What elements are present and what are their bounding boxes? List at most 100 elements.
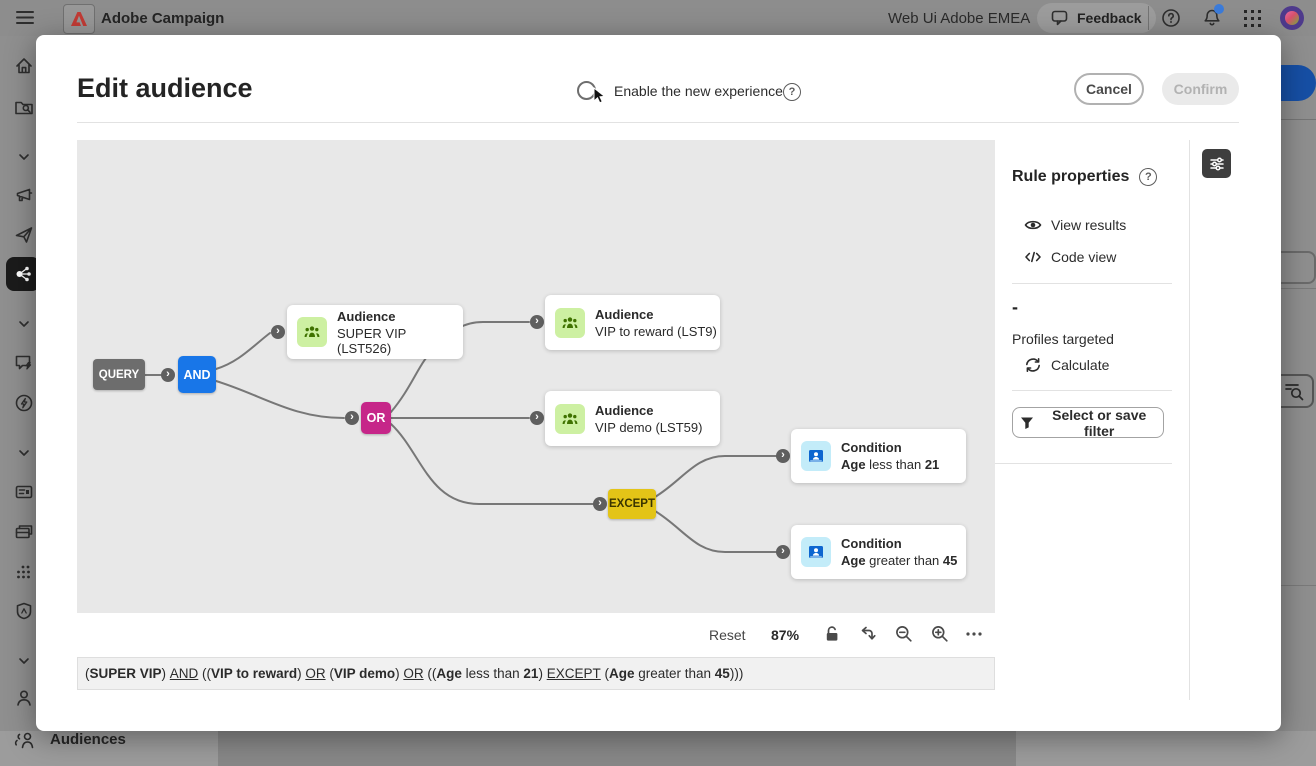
send-icon bbox=[15, 227, 33, 243]
help-icon[interactable] bbox=[1161, 8, 1181, 28]
zoom-in-icon[interactable] bbox=[930, 624, 950, 644]
connector-chevron-icon[interactable]: › bbox=[776, 545, 790, 559]
confirm-button[interactable]: Confirm bbox=[1162, 73, 1239, 105]
card-name: VIP demo (LST59) bbox=[595, 419, 703, 435]
card-name: VIP to reward (LST9) bbox=[595, 323, 717, 339]
code-view-link[interactable]: Code view bbox=[1024, 248, 1116, 266]
query-node[interactable]: QUERY bbox=[93, 359, 145, 390]
dots-cluster-icon bbox=[17, 565, 30, 579]
sidebar-item-fragments[interactable] bbox=[14, 562, 34, 582]
audience-card-super-vip[interactable]: Audience SUPER VIP (LST526) bbox=[287, 305, 463, 359]
condition-card-age-greater-45[interactable]: Condition Age greater than 45 bbox=[791, 525, 966, 579]
feedback-button[interactable]: Feedback bbox=[1037, 3, 1156, 33]
audience-people-icon bbox=[555, 403, 585, 434]
sidebar-section-chevron[interactable] bbox=[14, 651, 34, 671]
notification-dot bbox=[1214, 4, 1224, 14]
or-node-label: OR bbox=[366, 411, 386, 425]
profiles-count: - bbox=[1012, 297, 1018, 317]
sidebar-section-chevron[interactable] bbox=[14, 443, 34, 463]
sidebar-item-deliveries[interactable] bbox=[14, 225, 34, 245]
eye-icon bbox=[1024, 220, 1042, 230]
connector-chevron-icon[interactable]: › bbox=[593, 497, 607, 511]
select-save-filter-button[interactable]: Select or save filter bbox=[1012, 407, 1164, 439]
stacked-cards-icon bbox=[15, 525, 33, 539]
connector-chevron-icon[interactable]: › bbox=[530, 315, 544, 329]
and-node[interactable]: AND bbox=[178, 356, 216, 393]
chevron-down-icon bbox=[19, 658, 29, 664]
card-name: SUPER VIP (LST526) bbox=[337, 325, 407, 356]
audience-card-vip-demo[interactable]: Audience VIP demo (LST59) bbox=[545, 391, 720, 446]
sidebar-item-home[interactable] bbox=[14, 56, 34, 76]
user-avatar[interactable] bbox=[1280, 6, 1304, 30]
sidebar-item-content[interactable] bbox=[14, 482, 34, 502]
sidebar-item-profiles[interactable] bbox=[14, 688, 34, 708]
audiences-page-title: Audiences bbox=[50, 731, 126, 748]
rule-builder-canvas[interactable]: QUERY AND OR EXCEPT › › › › › › › › Audi… bbox=[77, 140, 995, 613]
card-name: Age less than 21 bbox=[841, 457, 940, 472]
card-type: Audience bbox=[595, 306, 654, 322]
or-node[interactable]: OR bbox=[361, 402, 391, 434]
toggle-help-icon[interactable]: ? bbox=[783, 83, 801, 101]
reset-button[interactable]: Reset bbox=[709, 627, 746, 643]
connector-chevron-icon[interactable]: › bbox=[271, 325, 285, 339]
environment-label[interactable]: Web Ui Adobe EMEA bbox=[888, 10, 1031, 27]
condition-card-age-less-21[interactable]: Condition Age less than 21 bbox=[791, 429, 966, 483]
top-bar: Adobe Campaign Web Ui Adobe EMEA Feedbac… bbox=[0, 0, 1316, 36]
sidebar-item-activities[interactable] bbox=[14, 393, 34, 413]
chevron-down-icon bbox=[19, 321, 29, 327]
chevron-down-icon bbox=[19, 450, 29, 456]
card-type: Condition bbox=[841, 440, 902, 455]
background-page-right bbox=[1016, 731, 1316, 766]
rule-formula-text: (SUPER VIP) AND ((VIP to reward) OR (VIP… bbox=[77, 657, 995, 690]
audiences-page-icon bbox=[13, 728, 37, 752]
notifications-bell-icon[interactable] bbox=[1202, 8, 1222, 28]
sidebar-section-chevron[interactable] bbox=[14, 314, 34, 334]
query-node-label: QUERY bbox=[98, 368, 140, 381]
card-type: Condition bbox=[841, 536, 902, 551]
zoom-out-icon[interactable] bbox=[894, 624, 914, 644]
sidebar-item-explorer[interactable] bbox=[14, 97, 34, 117]
background-table-area bbox=[218, 731, 1016, 766]
more-options-icon[interactable] bbox=[964, 624, 984, 644]
view-results-link[interactable]: View results bbox=[1024, 216, 1126, 234]
card-type: Audience bbox=[337, 308, 396, 324]
audience-people-icon bbox=[297, 317, 327, 347]
lock-unlocked-icon[interactable] bbox=[822, 624, 842, 644]
folder-search-icon bbox=[15, 101, 33, 115]
connector-chevron-icon[interactable]: › bbox=[530, 411, 544, 425]
calculate-button[interactable]: Calculate bbox=[1024, 356, 1109, 374]
feedback-bubble-icon bbox=[1051, 10, 1069, 26]
except-node-label: EXCEPT bbox=[608, 498, 655, 510]
sidebar-item-templates[interactable] bbox=[14, 522, 34, 542]
sliders-icon bbox=[1209, 156, 1224, 171]
except-node[interactable]: EXCEPT bbox=[608, 489, 656, 519]
panel-vertical-divider bbox=[1189, 140, 1190, 700]
card-name: Age greater than 45 bbox=[841, 553, 958, 568]
connector-chevron-icon[interactable]: › bbox=[161, 368, 175, 382]
connector-chevron-icon[interactable]: › bbox=[776, 449, 790, 463]
cancel-button[interactable]: Cancel bbox=[1074, 73, 1144, 105]
find-icon bbox=[1285, 384, 1304, 401]
sidebar-item-brand[interactable] bbox=[14, 601, 34, 621]
sidebar-section-chevron[interactable] bbox=[14, 147, 34, 167]
auto-layout-arrow-icon[interactable] bbox=[858, 624, 878, 644]
background-divider bbox=[1281, 288, 1316, 289]
person-icon bbox=[17, 690, 31, 706]
sidebar-item-audiences-selected[interactable] bbox=[6, 257, 40, 291]
rule-properties-help-icon[interactable]: ? bbox=[1139, 168, 1158, 186]
chevron-down-icon bbox=[19, 154, 29, 160]
page-title: Edit audience bbox=[77, 73, 253, 103]
hamburger-menu-icon[interactable] bbox=[16, 10, 34, 25]
sidebar-item-messages[interactable] bbox=[14, 353, 34, 373]
condition-badge-icon bbox=[801, 441, 831, 471]
app-switcher-grid-icon[interactable] bbox=[1243, 9, 1262, 28]
sidebar-item-campaigns[interactable] bbox=[14, 185, 34, 205]
edit-audience-modal: Edit audience Enable the new experience … bbox=[36, 35, 1281, 731]
properties-panel-toggle-button[interactable] bbox=[1202, 149, 1231, 178]
profiles-targeted-label: Profiles targeted bbox=[1012, 331, 1114, 347]
connector-chevron-icon[interactable]: › bbox=[345, 411, 359, 425]
audience-card-vip-to-reward[interactable]: Audience VIP to reward (LST9) bbox=[545, 295, 720, 350]
feedback-label: Feedback bbox=[1077, 10, 1142, 26]
background-divider bbox=[1281, 585, 1316, 586]
shield-icon bbox=[16, 602, 32, 620]
